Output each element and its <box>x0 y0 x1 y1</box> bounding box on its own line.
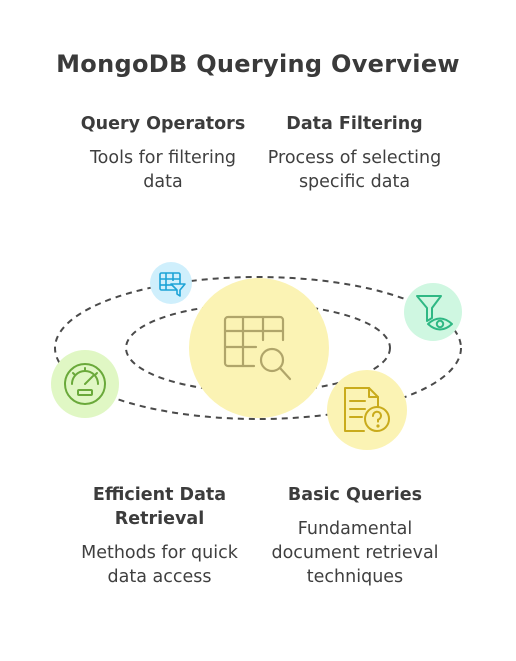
section-heading: Data Filtering <box>286 114 423 134</box>
section-description: Fundamental document retrieval technique… <box>271 519 439 587</box>
table-search-icon <box>223 315 292 381</box>
section-description: Process of selecting specific data <box>267 148 442 192</box>
speedometer-icon <box>64 363 106 405</box>
outer-orbit <box>54 276 462 420</box>
section-query-operators: Query Operators Tools for filtering data <box>78 112 248 194</box>
diagram-title: MongoDB Querying Overview <box>56 50 460 78</box>
query-operators-icon-circle <box>150 262 192 304</box>
section-heading: Query Operators <box>80 114 246 134</box>
filter-eye-icon <box>416 295 453 331</box>
document-question-icon <box>344 387 390 432</box>
table-filter-icon <box>159 272 186 297</box>
section-heading: Efficient Data Retrieval <box>92 485 227 529</box>
section-basic-queries: Basic Queries Fundamental document retri… <box>270 483 440 589</box>
section-description: Methods for quick data access <box>81 543 238 587</box>
section-description: Tools for filtering data <box>89 148 237 192</box>
basic-queries-icon-circle <box>327 370 407 450</box>
section-efficient-data-retrieval: Efficient Data Retrieval Methods for qui… <box>72 483 247 589</box>
center-circle <box>189 278 329 418</box>
section-heading: Basic Queries <box>287 485 423 505</box>
section-data-filtering: Data Filtering Process of selecting spec… <box>262 112 447 194</box>
